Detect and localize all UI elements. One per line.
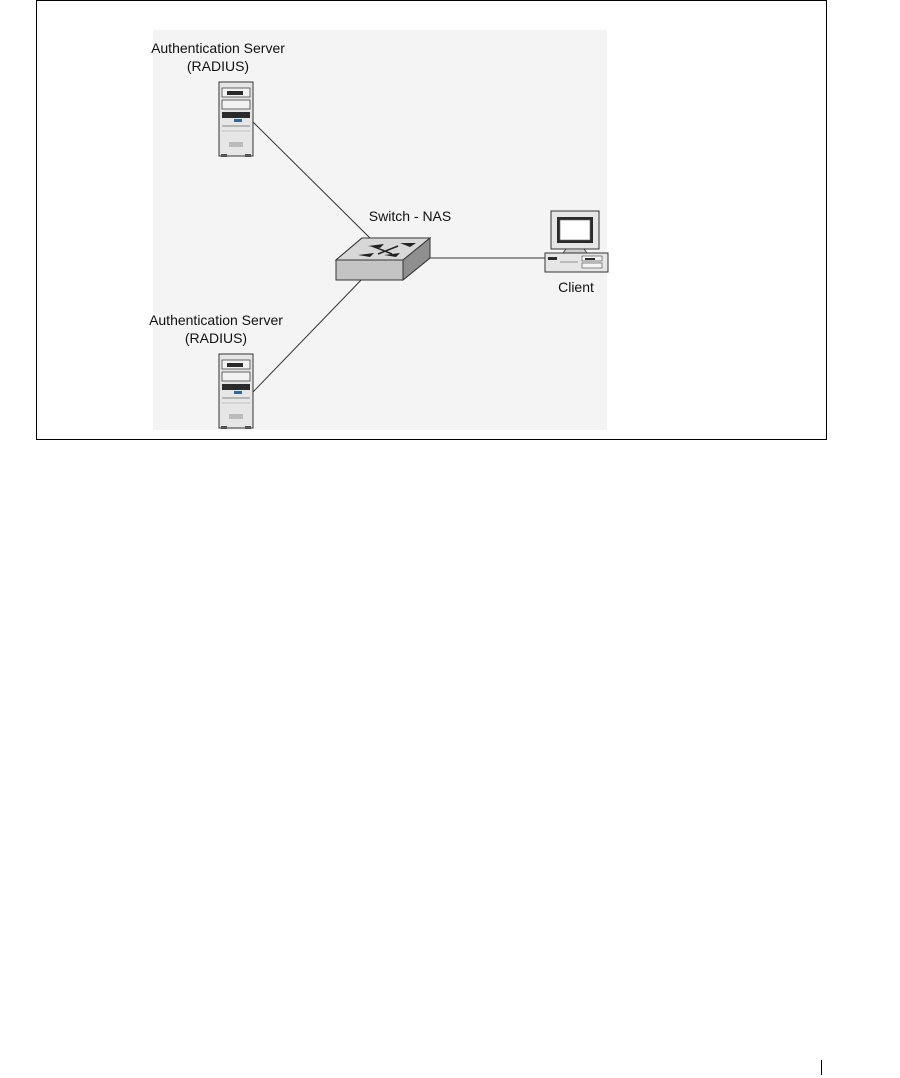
top-server-label-line2: (RADIUS) — [186, 58, 250, 74]
link-bottom-server-switch — [252, 275, 366, 393]
page-margin-mark — [821, 1060, 822, 1075]
bottom-server-label-line1: Authentication Server — [149, 312, 283, 328]
network-switch-icon — [334, 236, 432, 282]
desktop-computer-icon — [544, 210, 609, 273]
top-server-label: Authentication Server (RADIUS) — [130, 39, 306, 75]
server-tower-icon — [218, 81, 254, 157]
switch-label-text: Switch - NAS — [368, 208, 452, 224]
link-top-server-switch — [252, 121, 373, 241]
client-label: Client — [545, 278, 607, 296]
bottom-server-label: Authentication Server (RADIUS) — [126, 311, 306, 347]
server-tower-icon — [218, 353, 254, 429]
bottom-server-label-line2: (RADIUS) — [184, 330, 248, 346]
client-label-text: Client — [558, 279, 594, 295]
top-server-label-line1: Authentication Server — [151, 40, 285, 56]
switch-label: Switch - NAS — [352, 207, 468, 225]
